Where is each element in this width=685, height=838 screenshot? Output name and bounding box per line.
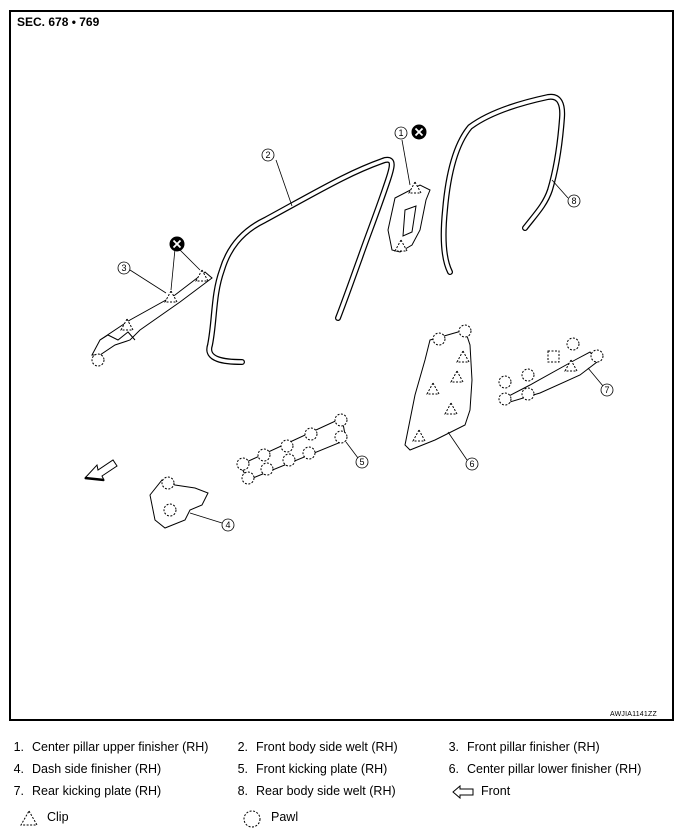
legend: 1.Center pillar upper finisher (RH) 2.Fr… xyxy=(0,735,685,835)
front-direction-arrow xyxy=(83,459,118,482)
callout-2: 2 xyxy=(265,150,270,160)
legend-item-3: 3.Front pillar finisher (RH) xyxy=(448,740,600,754)
outline-arrow-left-icon xyxy=(452,785,474,799)
callout-1: 1 xyxy=(398,128,403,138)
legend-item-6: 6.Center pillar lower finisher (RH) xyxy=(448,762,642,776)
clip-label: Clip xyxy=(47,810,69,824)
legend-item-7: 7.Rear kicking plate (RH) xyxy=(13,784,162,798)
pawl-label: Pawl xyxy=(271,810,299,824)
section-label: SEC. 678 • 769 xyxy=(17,15,100,29)
rear-kicking-plate xyxy=(498,337,614,406)
callout-8: 8 xyxy=(571,196,576,206)
front-body-side-welt xyxy=(206,148,395,365)
front-label: Front xyxy=(481,784,511,798)
dashed-circle-icon xyxy=(243,810,261,828)
front-pillar-finisher xyxy=(91,236,213,367)
legend-item-8: 8.Rear body side welt (RH) xyxy=(237,784,396,798)
legend-item-1: 1.Center pillar upper finisher (RH) xyxy=(13,740,209,754)
dashed-triangle-icon xyxy=(20,809,38,826)
figure-code: AWJIA1141ZZ xyxy=(610,711,657,718)
callout-4: 4 xyxy=(225,520,230,530)
legend-item-2: 2.Front body side welt (RH) xyxy=(237,740,398,754)
dash-side-finisher xyxy=(149,476,235,532)
rear-body-side-welt xyxy=(440,93,581,275)
center-pillar-lower-finisher xyxy=(404,324,479,471)
metal-clip-icon xyxy=(547,350,560,363)
callout-3: 3 xyxy=(121,263,126,273)
parts-diagram: 1 2 3 4 5 6 7 8 xyxy=(83,93,614,532)
legend-item-5: 5.Front kicking plate (RH) xyxy=(237,762,388,776)
legend-item-4: 4.Dash side finisher (RH) xyxy=(13,762,162,776)
front-kicking-plate xyxy=(236,413,369,485)
callout-5: 5 xyxy=(359,457,364,467)
center-pillar-upper-finisher xyxy=(387,124,431,253)
callout-7: 7 xyxy=(604,385,609,395)
diagram-frame xyxy=(9,10,674,721)
callout-6: 6 xyxy=(469,459,474,469)
